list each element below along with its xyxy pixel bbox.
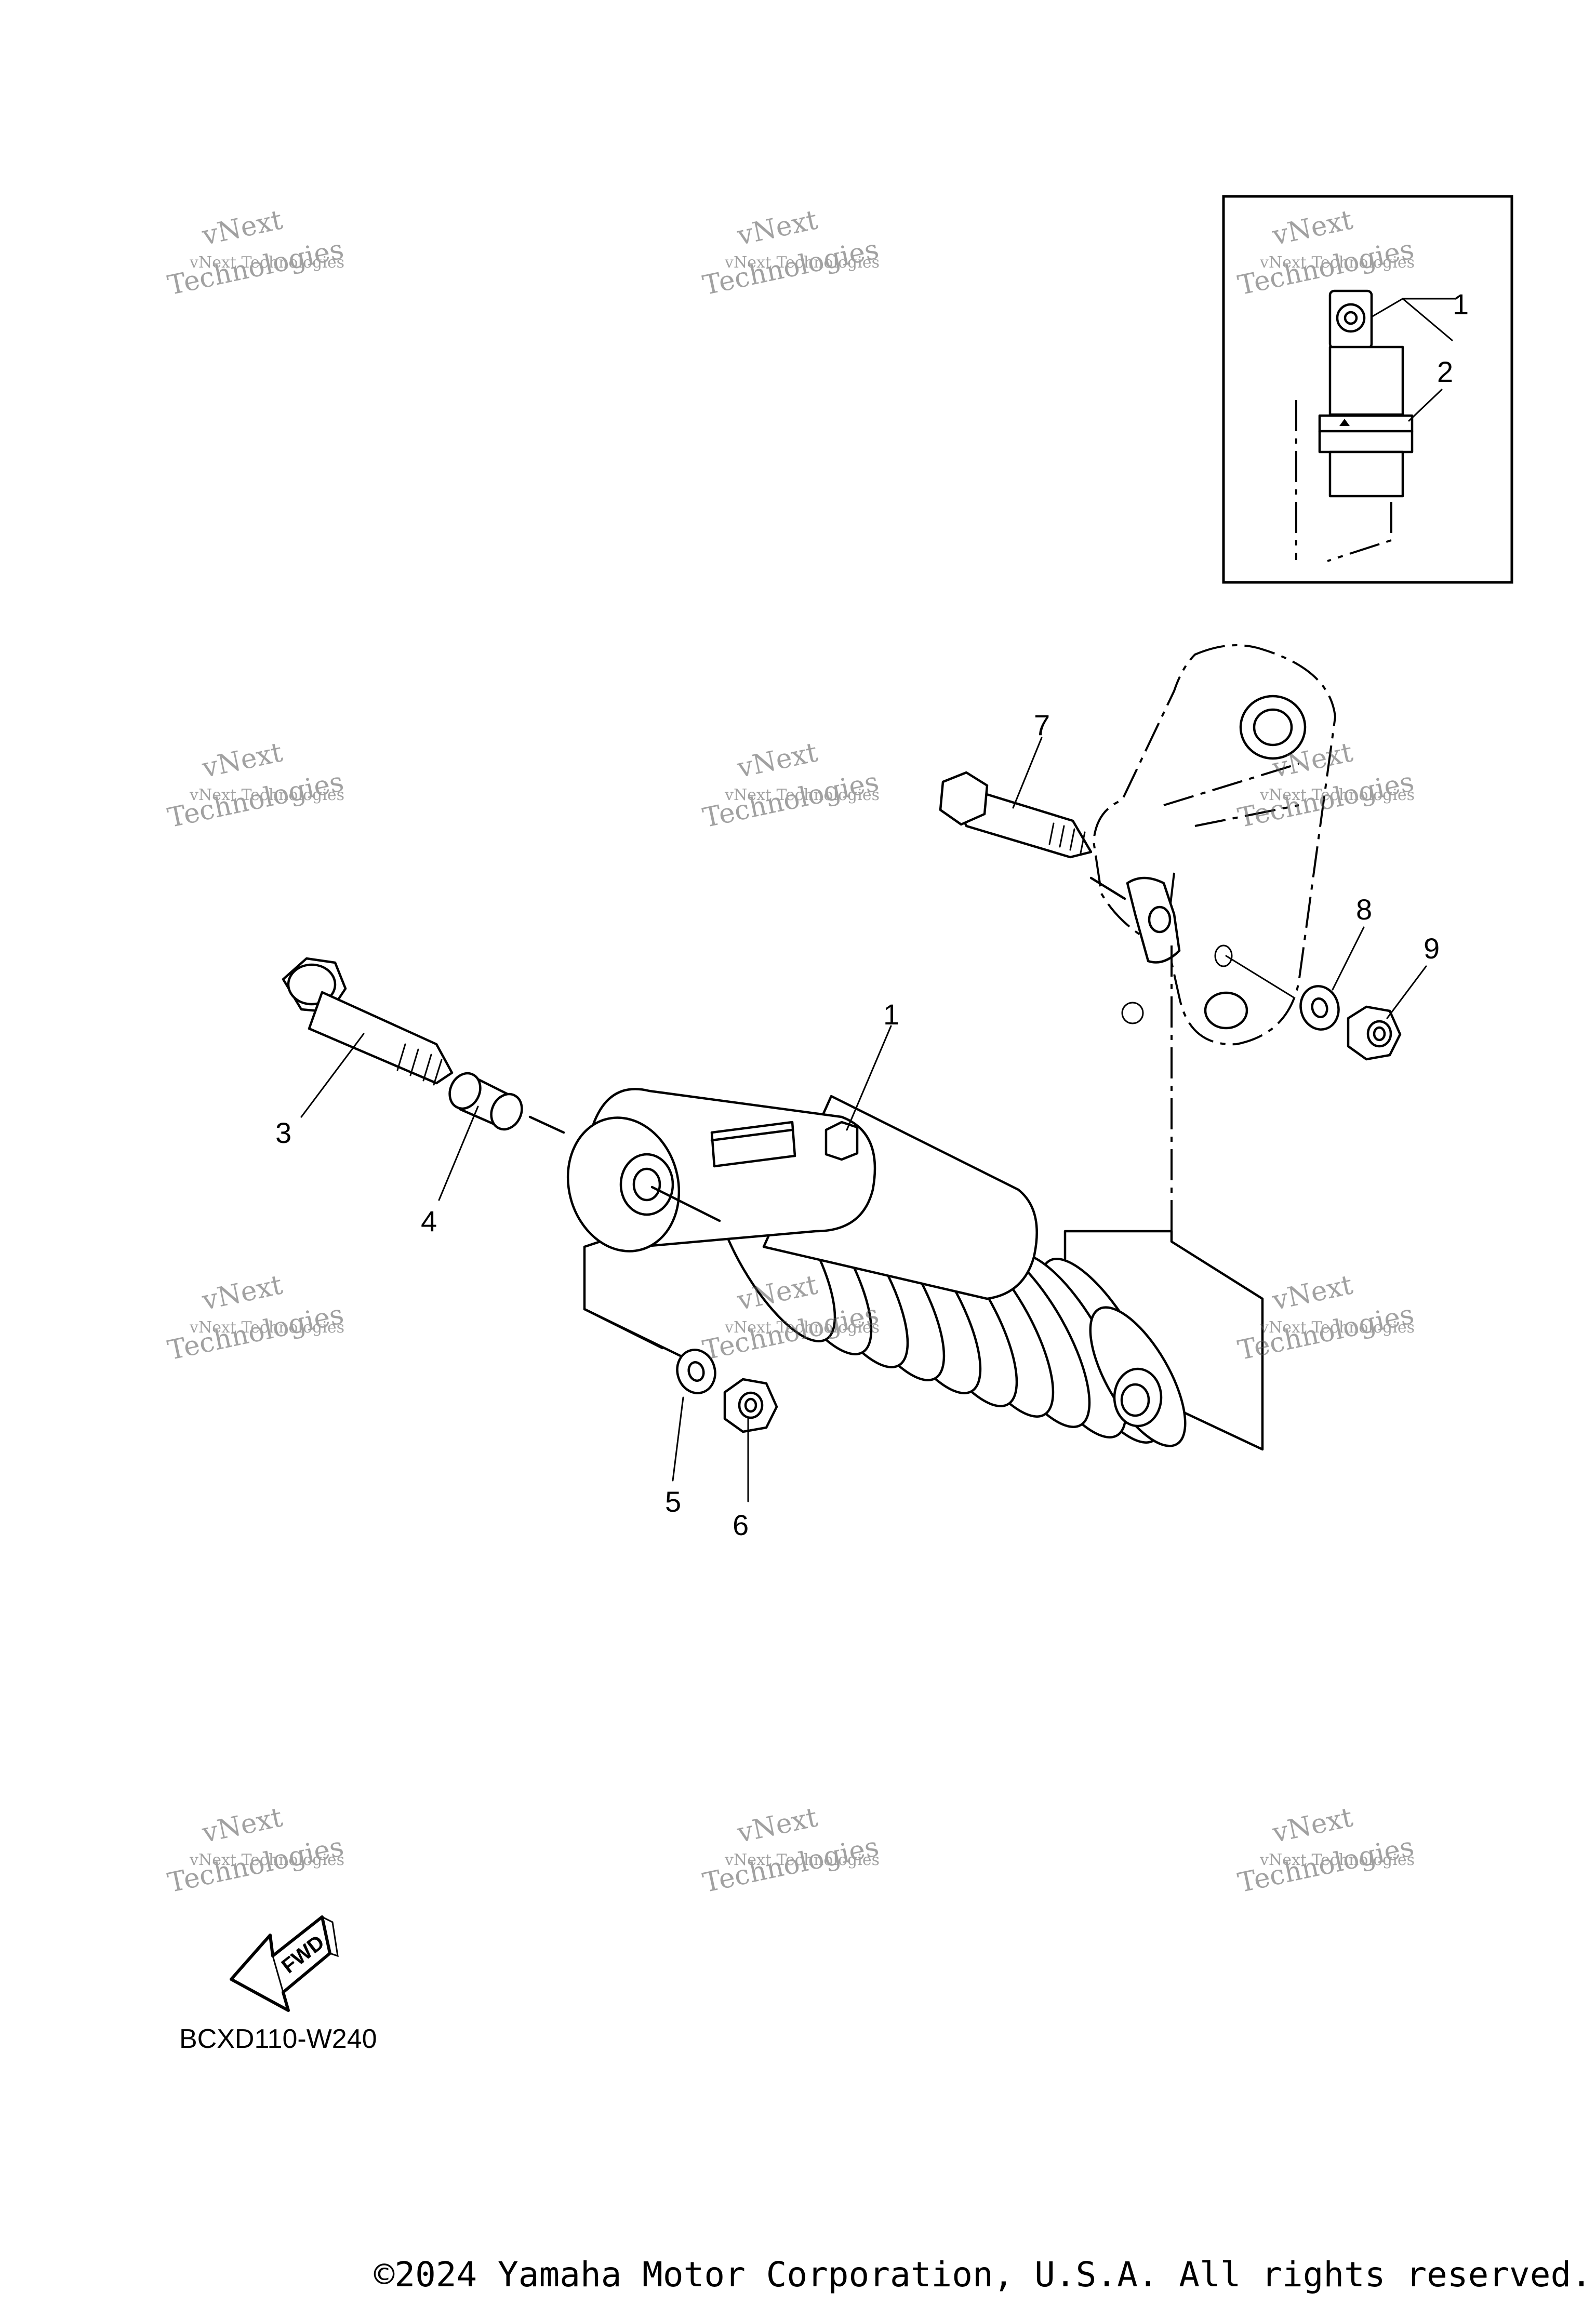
svg-text:vNext: vNext bbox=[199, 204, 285, 251]
callout-4: 4 bbox=[421, 1205, 437, 1237]
part-9-nut bbox=[1347, 1005, 1402, 1061]
svg-text:vNext Technologies: vNext Technologies bbox=[724, 254, 880, 272]
svg-text:vNext Technologies: vNext Technologies bbox=[189, 1851, 344, 1869]
svg-text:vNext Technologies: vNext Technologies bbox=[724, 1851, 880, 1869]
svg-text:vNext Technologies: vNext Technologies bbox=[724, 1318, 880, 1337]
frame-bracket bbox=[1092, 644, 1337, 1231]
svg-text:vNext Technologies: vNext Technologies bbox=[189, 1318, 344, 1337]
part-1-shock-absorber bbox=[566, 1025, 1264, 1451]
svg-text:vNext: vNext bbox=[199, 737, 285, 784]
inset-callout-2: 2 bbox=[1437, 355, 1453, 388]
inset-callout-1: 1 bbox=[1453, 288, 1469, 321]
svg-text:vNext Technologies: vNext Technologies bbox=[1259, 1318, 1415, 1337]
callout-3: 3 bbox=[275, 1116, 291, 1149]
svg-text:vNext Technologies: vNext Technologies bbox=[189, 786, 344, 804]
watermark: vNext Technologies vNext Technologies bbox=[165, 1269, 347, 1366]
callout-8: 8 bbox=[1356, 893, 1372, 926]
svg-text:vNext: vNext bbox=[1269, 1802, 1355, 1849]
callouts: 1 3 4 5 6 7 8 9 bbox=[275, 709, 1440, 1541]
watermark: vNext Technologies vNext Technologies bbox=[165, 737, 347, 834]
svg-text:vNext: vNext bbox=[199, 1269, 285, 1316]
svg-text:vNext Technologies: vNext Technologies bbox=[1259, 254, 1415, 272]
part-3-bolt bbox=[282, 957, 454, 1086]
svg-text:vNext Technologies: vNext Technologies bbox=[1259, 1851, 1415, 1869]
callout-9: 9 bbox=[1424, 932, 1440, 965]
watermark: vNext Technologies vNext Technologies bbox=[700, 1802, 882, 1899]
part-7-bolt bbox=[939, 771, 1126, 900]
svg-text:vNext: vNext bbox=[734, 737, 820, 784]
copyright-notice: ©2024 Yamaha Motor Corporation, U.S.A. A… bbox=[374, 2255, 1592, 2295]
watermark: vNext Technologies vNext Technologies bbox=[165, 1802, 347, 1899]
svg-text:vNext Technologies: vNext Technologies bbox=[724, 786, 880, 804]
watermark: vNext Technologies vNext Technologies bbox=[700, 737, 882, 834]
figure-code: BCXD110-W240 bbox=[179, 2024, 377, 2054]
watermark: vNext Technologies vNext Technologies bbox=[165, 204, 347, 301]
callout-5: 5 bbox=[665, 1485, 681, 1518]
svg-text:vNext: vNext bbox=[734, 1802, 820, 1849]
inset-detail: 1 2 bbox=[1222, 195, 1513, 584]
watermark: vNext Technologies vNext Technologies bbox=[700, 204, 882, 301]
part-5-washer bbox=[583, 1308, 716, 1394]
svg-text:vNext: vNext bbox=[734, 204, 820, 251]
svg-text:vNext Technologies: vNext Technologies bbox=[1259, 786, 1415, 804]
part-6-nut bbox=[723, 1378, 778, 1433]
svg-text:vNext: vNext bbox=[199, 1802, 285, 1849]
callout-1: 1 bbox=[883, 998, 899, 1031]
fwd-arrow-icon: FWD bbox=[230, 1915, 339, 2012]
part-8-washer bbox=[1225, 955, 1340, 1031]
svg-text:vNext: vNext bbox=[1269, 1269, 1355, 1316]
watermark: vNext Technologies vNext Technologies bbox=[1235, 1802, 1417, 1899]
part-4-collar bbox=[448, 1072, 565, 1134]
callout-6: 6 bbox=[733, 1509, 749, 1541]
svg-text:vNext Technologies: vNext Technologies bbox=[189, 254, 344, 272]
callout-7: 7 bbox=[1034, 709, 1050, 741]
